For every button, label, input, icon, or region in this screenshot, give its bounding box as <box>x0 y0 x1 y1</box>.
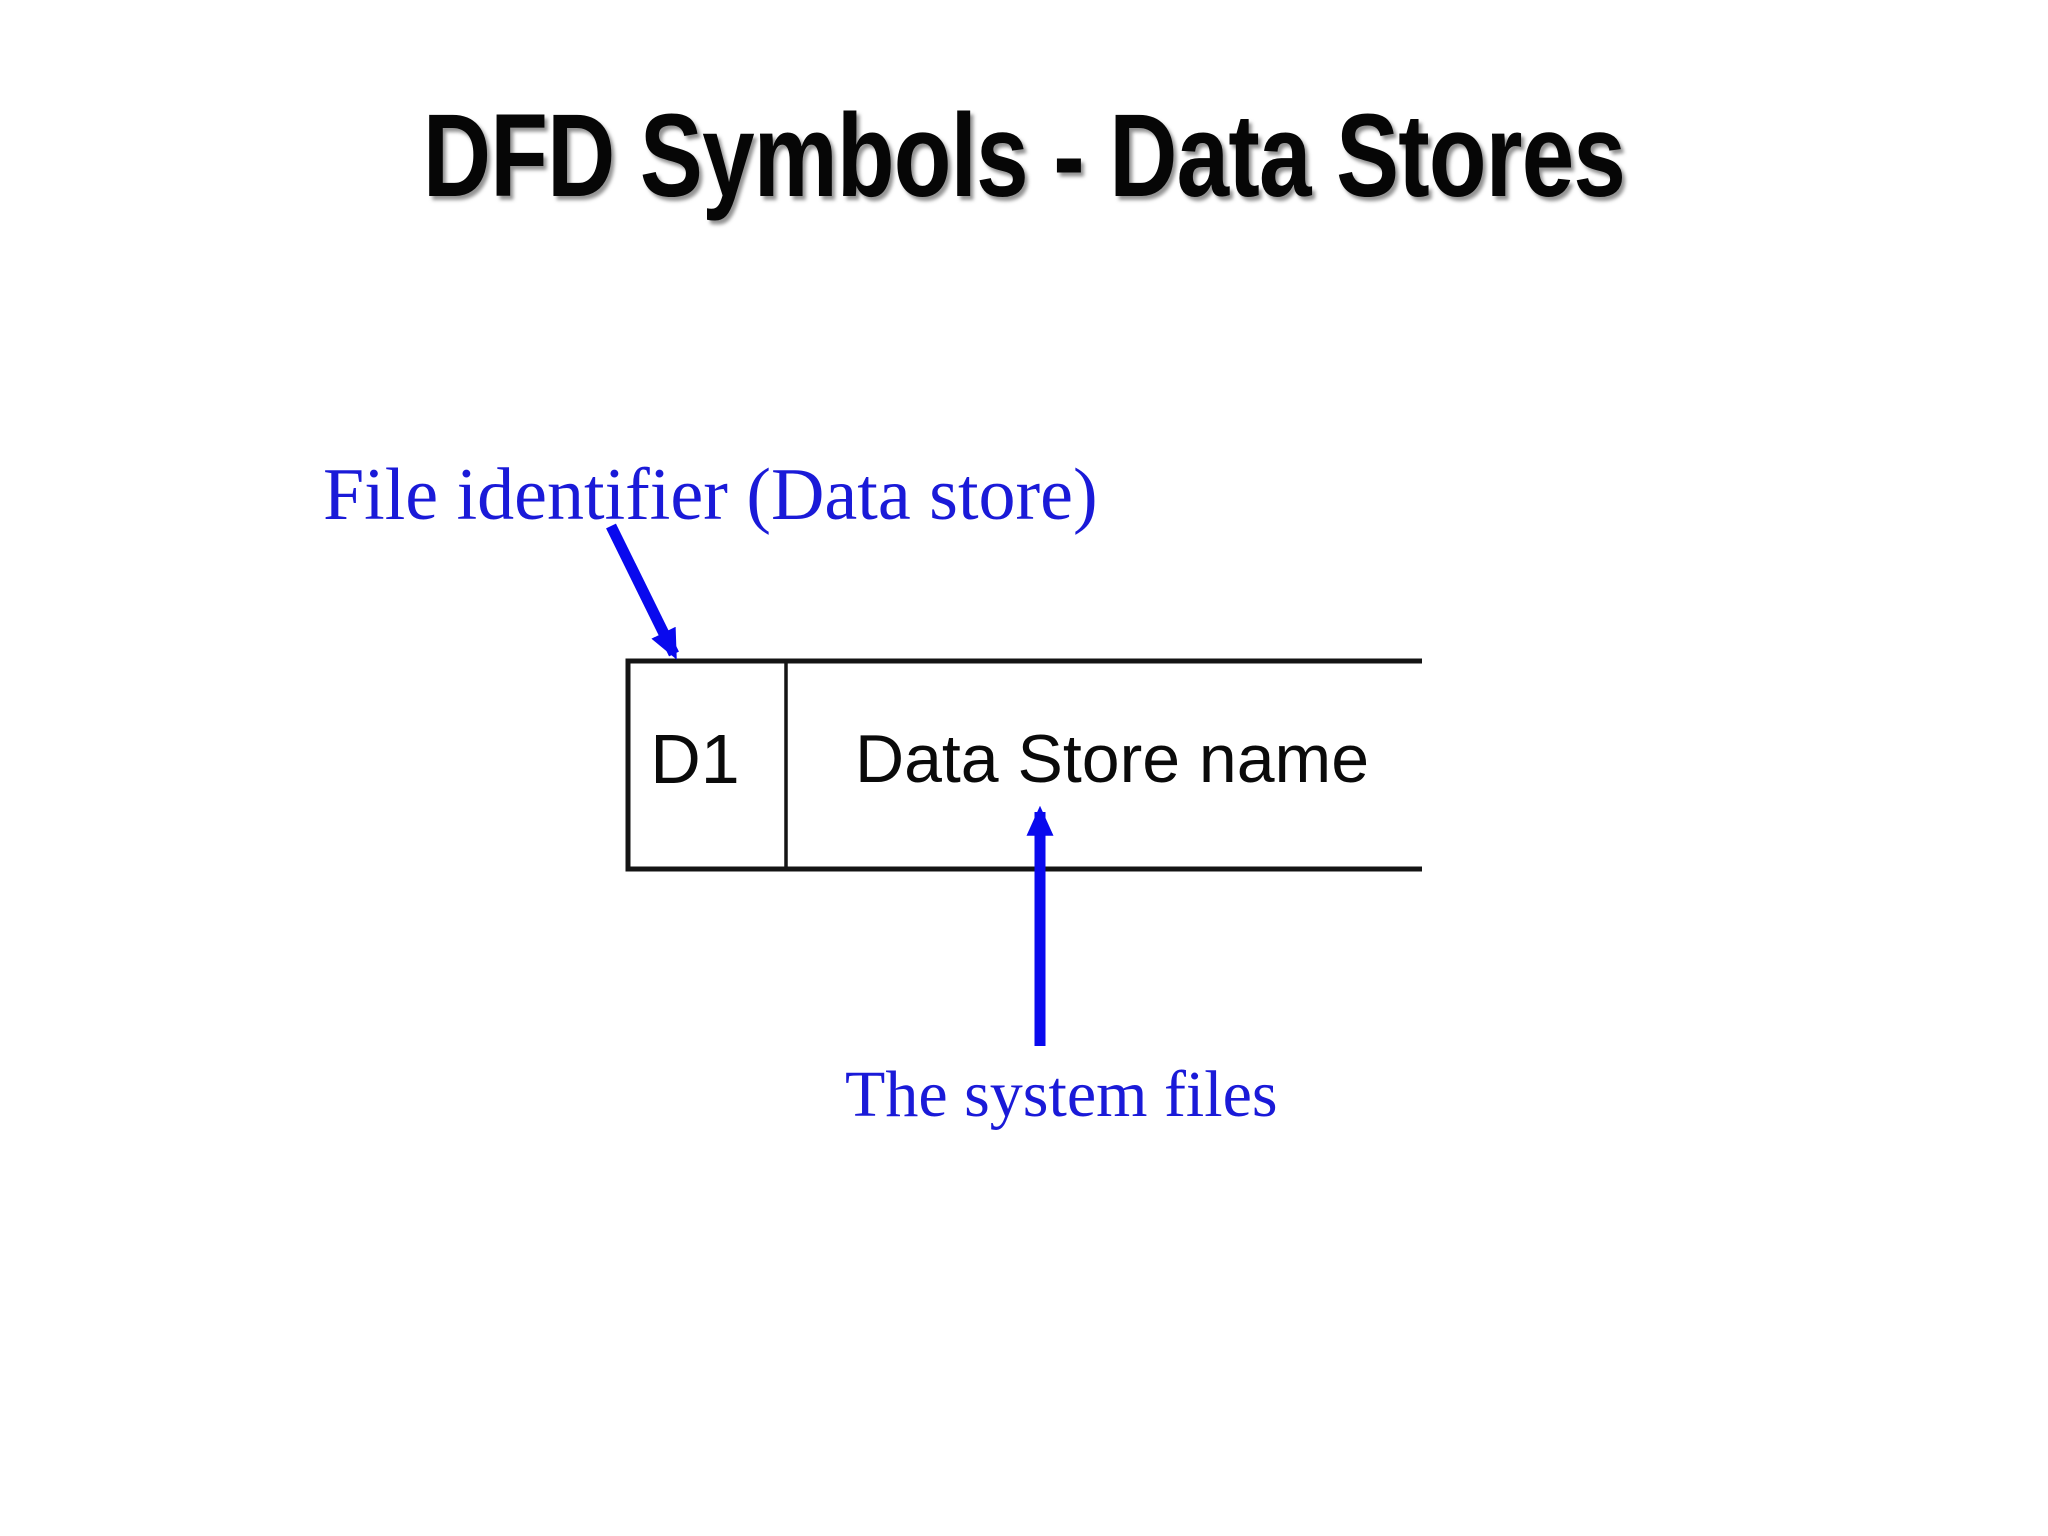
system-files-label: The system files <box>845 1058 1278 1131</box>
file-identifier-arrow <box>606 523 679 660</box>
slide-title: DFD Symbols - Data Stores <box>422 90 1626 222</box>
file-identifier-label: File identifier (Data store) <box>323 454 1098 536</box>
data-store-name: Data Store name <box>854 721 1370 797</box>
data-store-identifier-cell: D1 <box>628 661 786 869</box>
data-store-name-cell: Data Store name <box>786 661 1422 869</box>
data-store-identifier: D1 <box>650 720 740 798</box>
data-store-outline <box>625 658 1422 872</box>
